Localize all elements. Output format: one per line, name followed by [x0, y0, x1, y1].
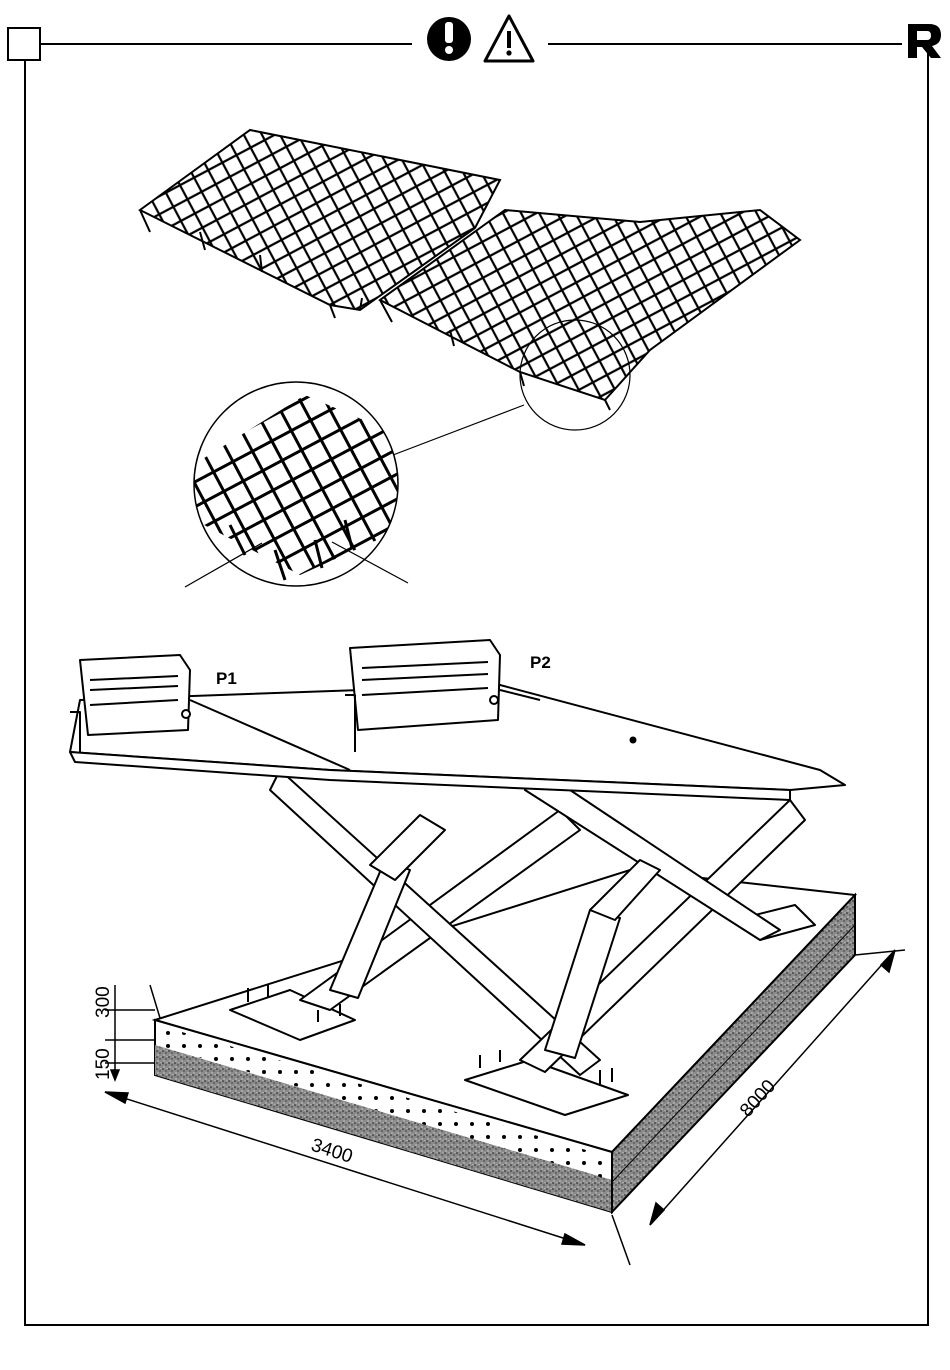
magnifier-leader-line	[393, 405, 524, 455]
dimension-label-150: 150	[93, 1048, 114, 1080]
dimension-label-8000: 8000	[736, 1076, 780, 1121]
dimension-label-3400: 3400	[308, 1135, 355, 1168]
checkbox-square	[8, 28, 40, 60]
exclamation-circle-icon	[427, 17, 471, 61]
mesh-detail-circle	[185, 380, 410, 590]
warning-triangle-icon	[485, 16, 533, 61]
brand-r-logo	[908, 24, 941, 58]
platform-label-p2: P2	[530, 653, 551, 672]
dimension-label-300: 300	[93, 986, 114, 1018]
platform-label-p1: P1	[216, 669, 237, 688]
